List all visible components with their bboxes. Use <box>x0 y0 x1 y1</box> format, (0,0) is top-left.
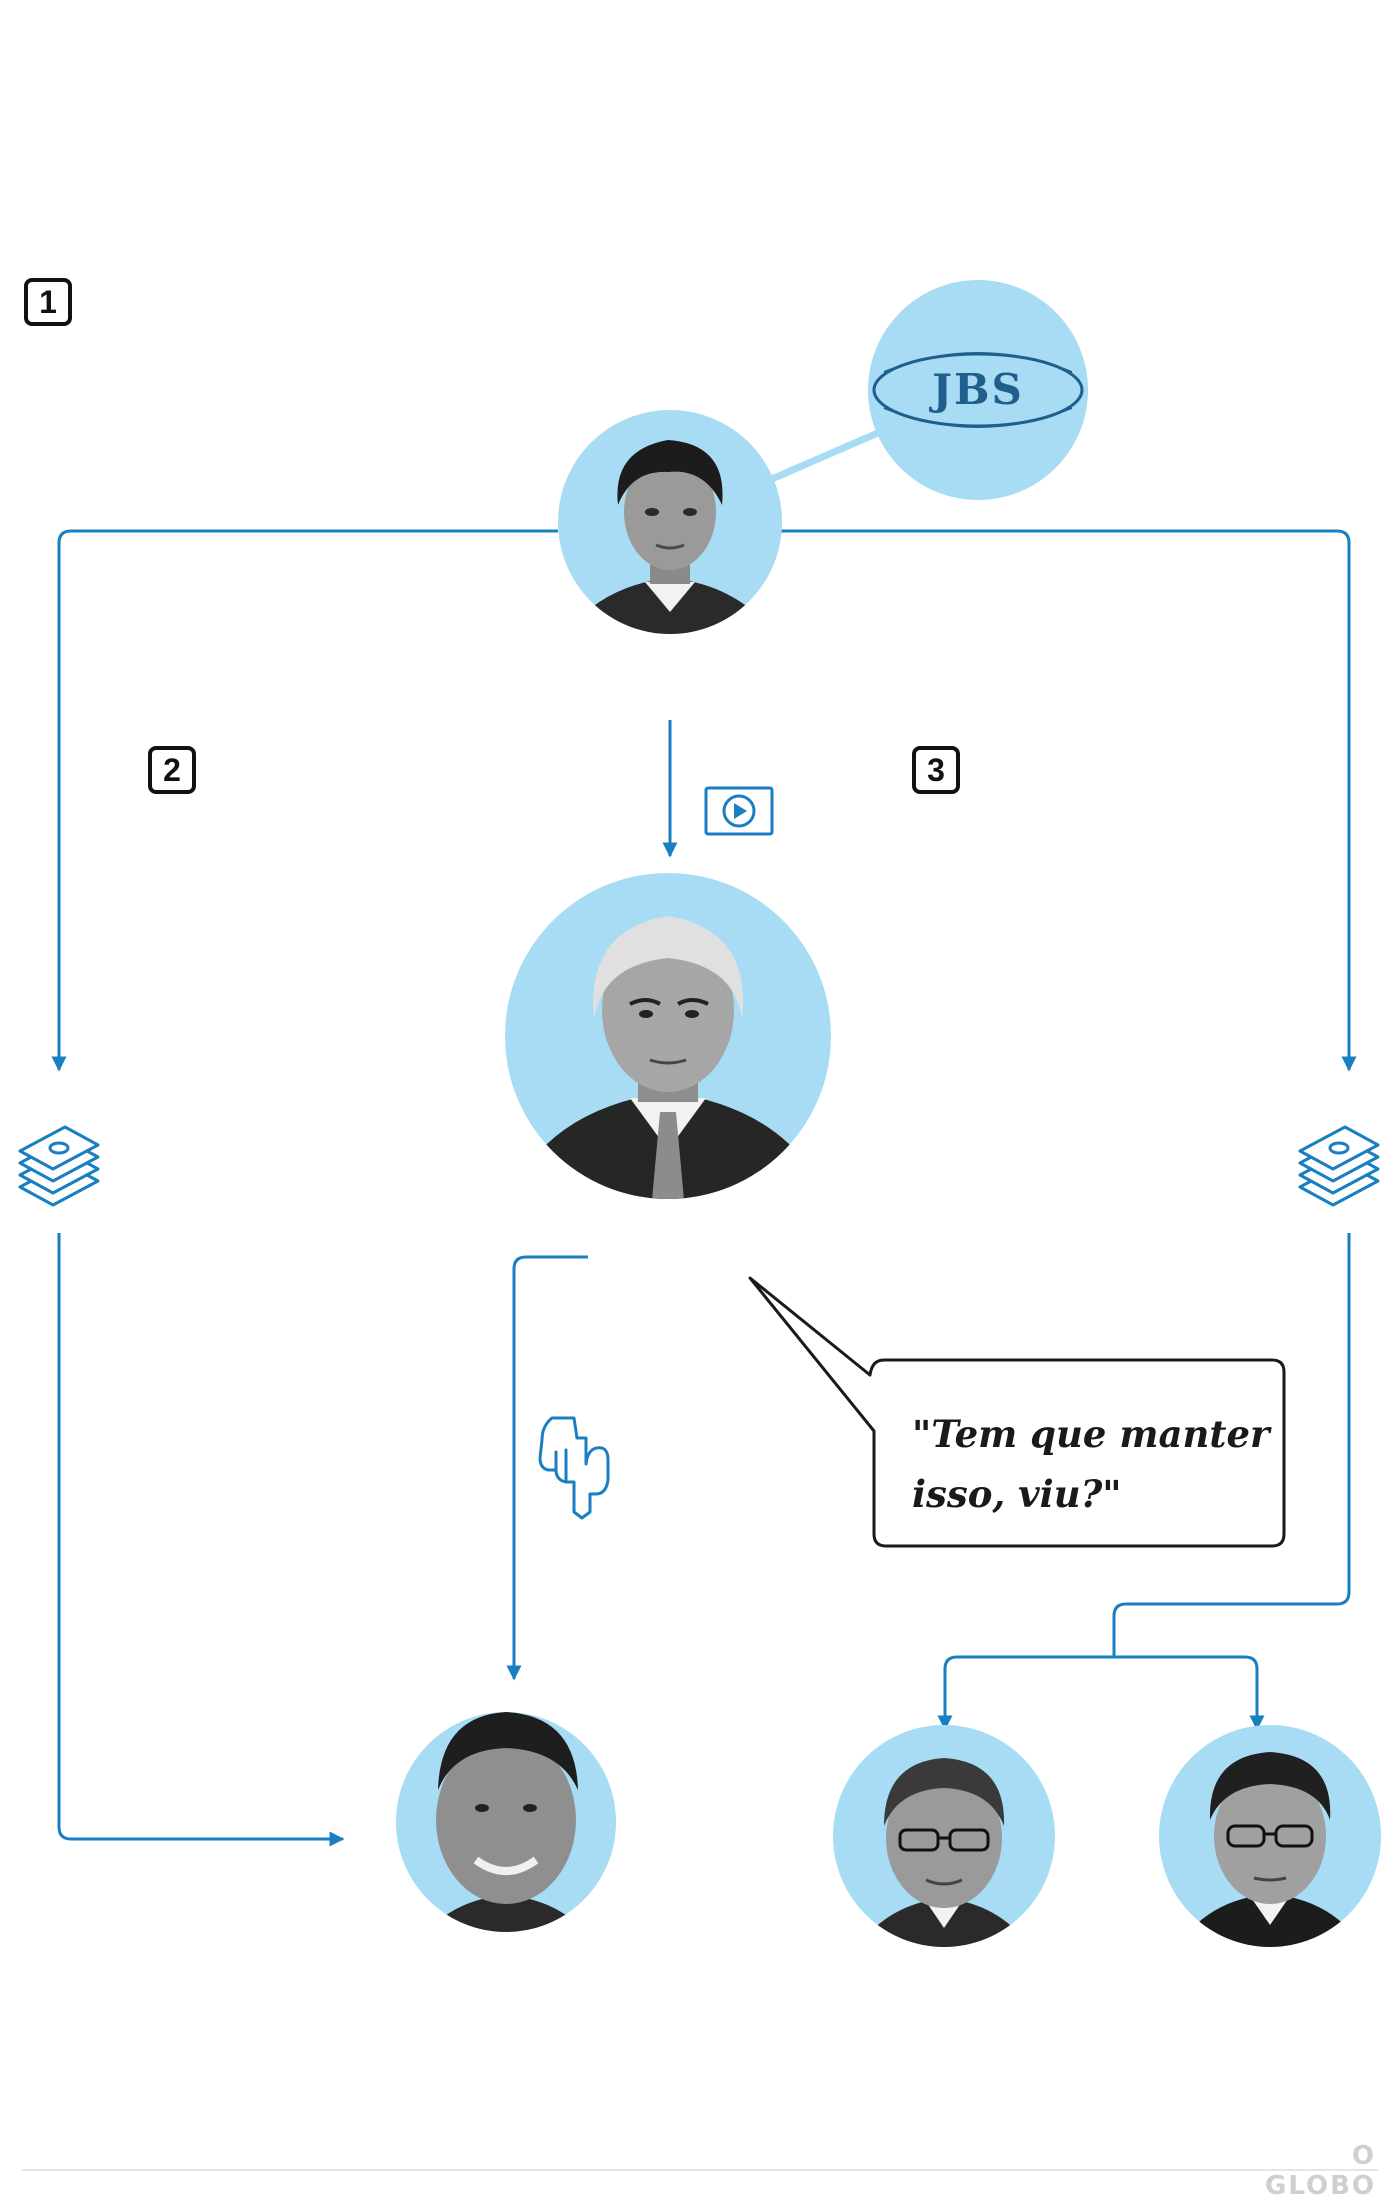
connector-temer-to-loures <box>506 1255 588 1681</box>
jbs-logo-text: JBS <box>928 365 1024 414</box>
portrait-aide <box>396 1712 616 1932</box>
connector-right-top <box>780 529 1357 1072</box>
connector-split <box>937 1655 1265 1731</box>
quote-line-1: "Tem que manter <box>912 1412 1270 1456</box>
step-1-badge: 1 <box>24 278 72 326</box>
jbs-logo-circle: JBS <box>868 280 1088 500</box>
connector-right-bottom <box>1112 1233 1351 1656</box>
play-video-icon[interactable] <box>704 786 774 836</box>
step-2-badge: 2 <box>148 746 196 794</box>
connector-batista-jbs <box>763 428 882 486</box>
pointing-hand-icon <box>538 1416 610 1520</box>
quote-text: "Tem que manter isso, viu?" <box>912 1404 1272 1524</box>
quote-line-2: isso, viu?" <box>912 1472 1122 1516</box>
money-stack-icon <box>1298 1125 1380 1207</box>
step-3-badge: 3 <box>912 746 960 794</box>
portrait-former-speaker <box>833 1725 1055 1947</box>
portrait-businessman <box>558 410 782 634</box>
speech-bubble <box>748 1276 1286 1548</box>
portrait-president <box>505 873 831 1199</box>
portrait-operator <box>1159 1725 1381 1947</box>
connector-left-top <box>51 529 558 1072</box>
source-credit: O GLOBO <box>1264 2141 1376 2201</box>
money-stack-icon <box>18 1125 100 1207</box>
connector-left-bottom <box>57 1233 345 1847</box>
